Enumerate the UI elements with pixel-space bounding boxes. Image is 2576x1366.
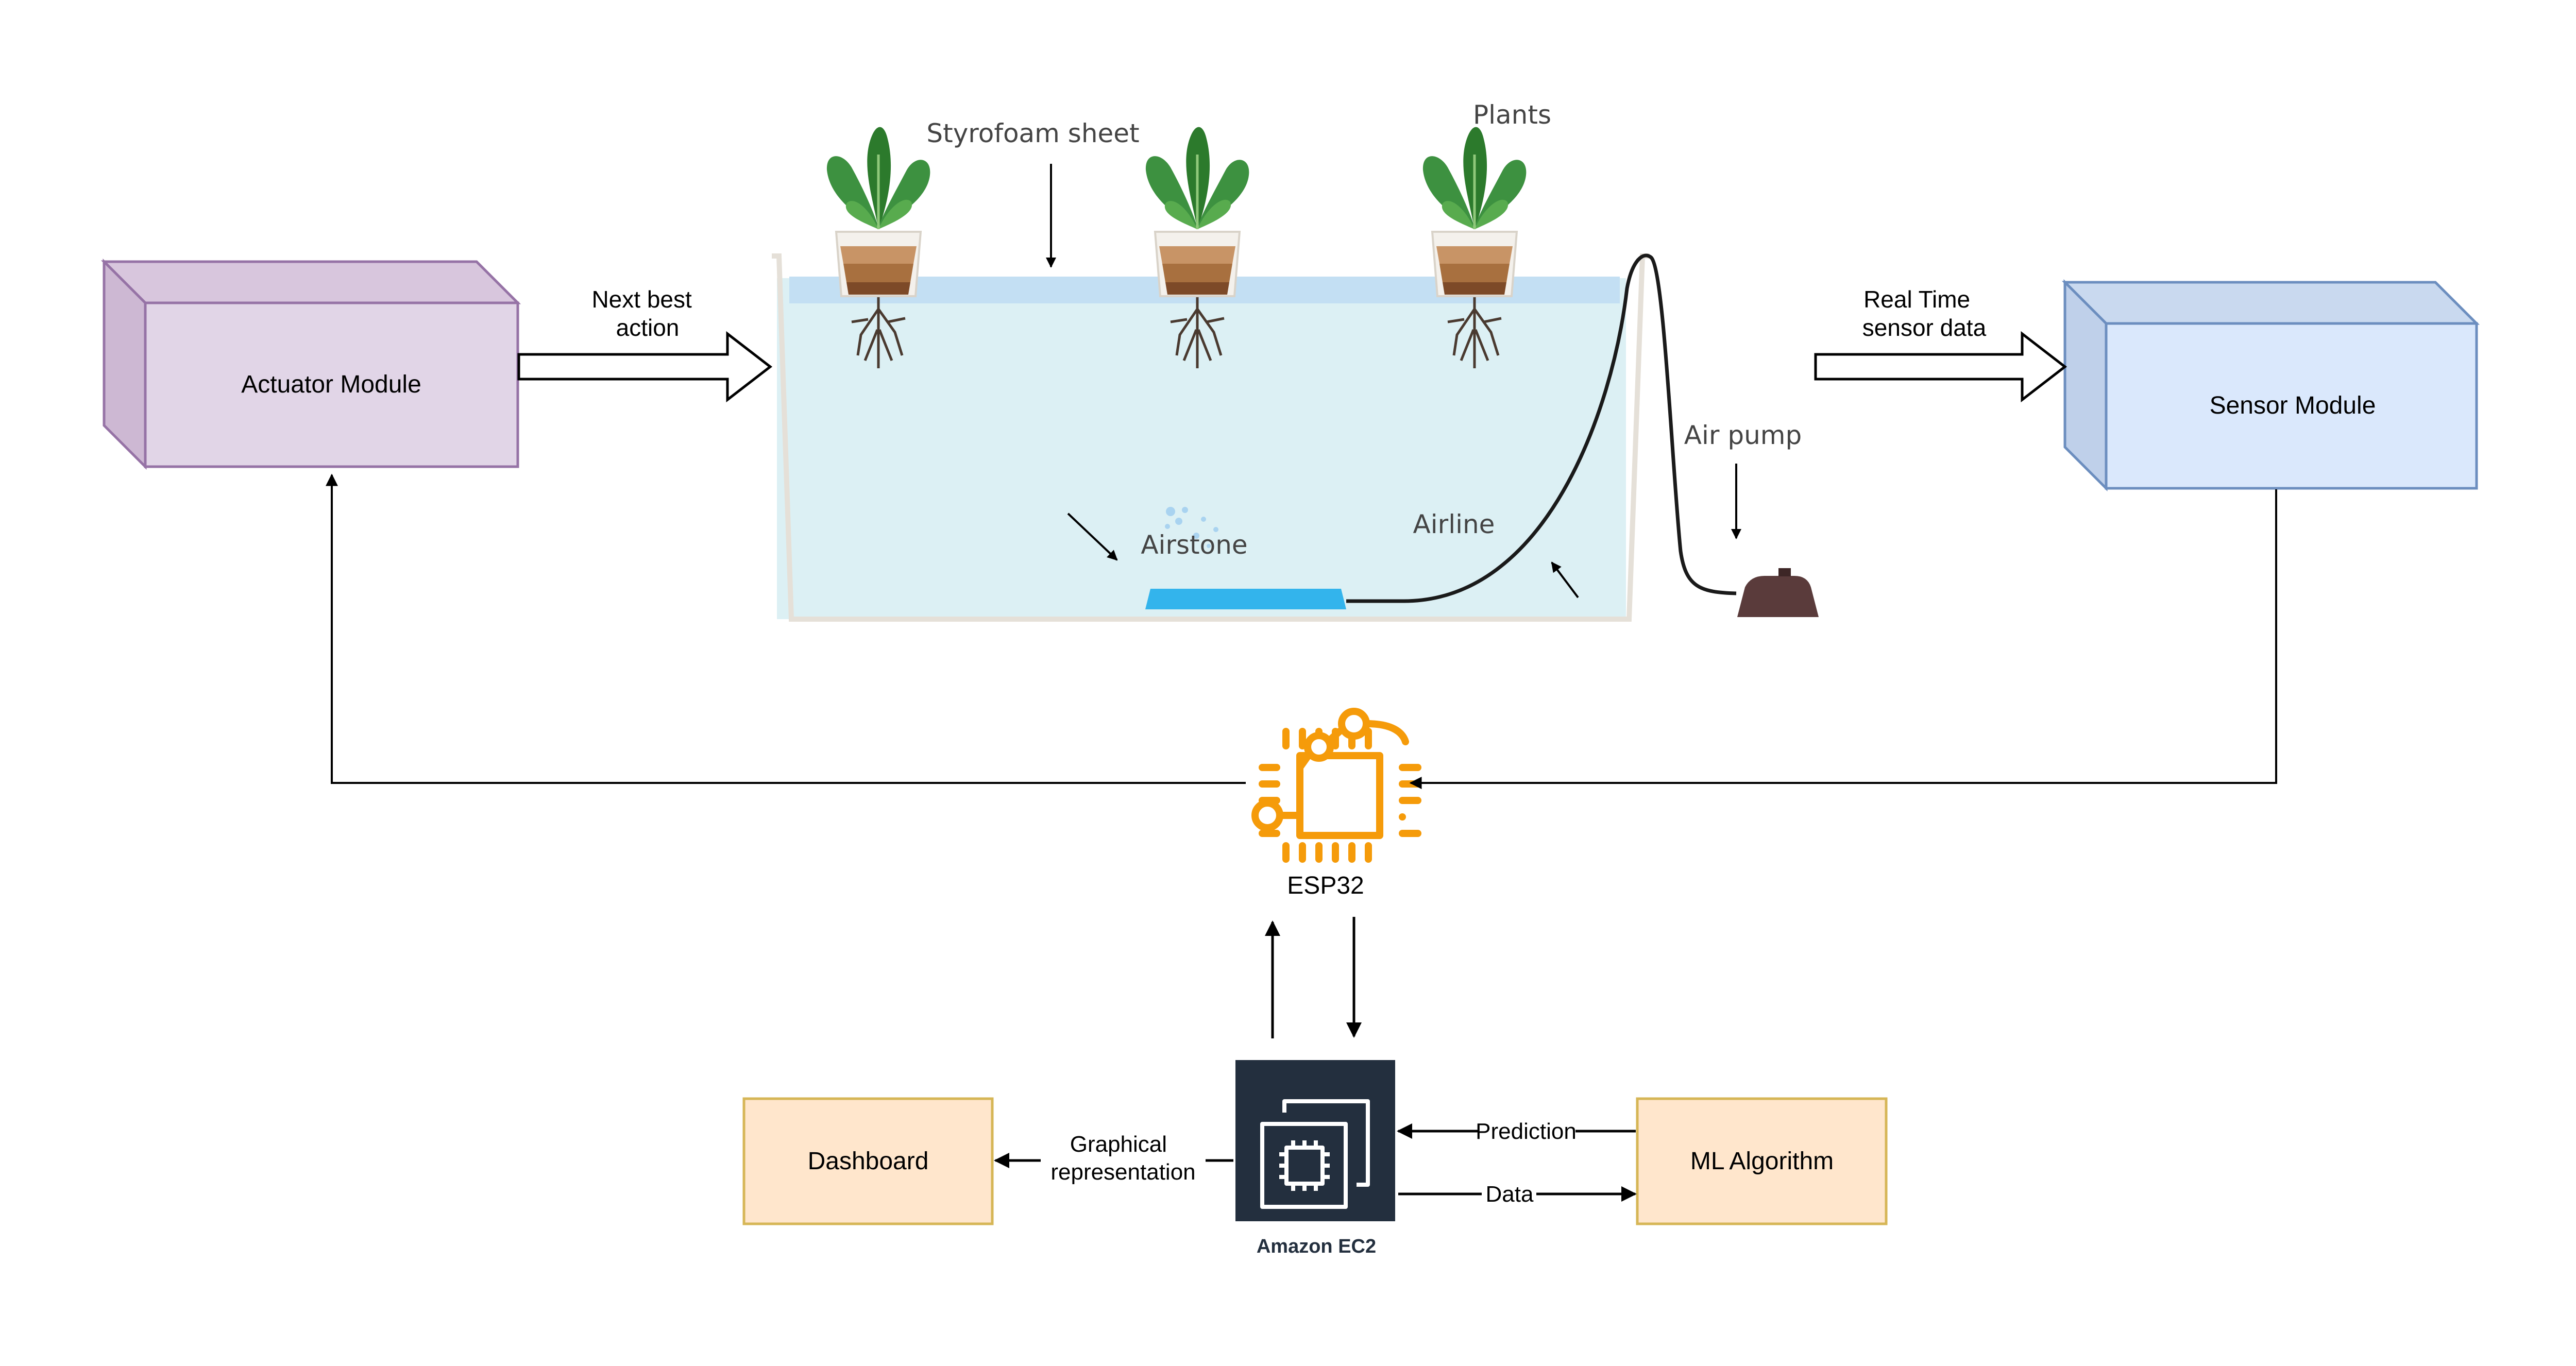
data-label-bg <box>1482 1181 1536 1207</box>
dashboard-label: Dashboard <box>808 1148 929 1175</box>
ec2-chip-icon <box>1260 1099 1370 1209</box>
next-best-action-arrow <box>517 331 773 403</box>
prediction-label-bg <box>1478 1117 1575 1146</box>
amazon-ec2-node[interactable]: Amazon EC2 <box>1235 1060 1395 1257</box>
amazon-ec2-label: Amazon EC2 <box>1257 1236 1376 1257</box>
real-time-sensor-data-arrow <box>1814 331 2067 403</box>
sensor-module-face <box>2105 322 2478 490</box>
esp32-node[interactable]: ESP32 <box>1251 708 1421 899</box>
microcontroller-icon <box>1251 708 1421 863</box>
air-bubbles <box>1165 507 1218 548</box>
plants-label: Plants <box>1473 100 1551 130</box>
airline-label: Airline <box>1413 509 1495 539</box>
data-label: Data <box>1486 1182 1534 1207</box>
sensor-module-top <box>2061 281 2480 325</box>
actuator-module-top <box>100 260 521 304</box>
next-best-action-label: Next best action <box>591 286 698 341</box>
airstone <box>1145 589 1346 609</box>
ml-algorithm-node[interactable]: ML Algorithm <box>1636 1097 1888 1225</box>
real-time-sensor-data-label: Real Time sensor data <box>1862 286 1987 341</box>
esp32-to-actuator-connector <box>326 473 1246 784</box>
air-pump-label: Air pump <box>1684 420 1802 450</box>
sensor-module-label: Sensor Module <box>2210 392 2376 419</box>
plant-2 <box>1145 127 1249 368</box>
ml-algorithm-label: ML Algorithm <box>1690 1148 1834 1175</box>
ml-algorithm-box <box>1636 1097 1888 1225</box>
esp32-label: ESP32 <box>1287 872 1364 899</box>
airline-pointer <box>1551 561 1579 599</box>
airline-tube <box>1346 253 1737 603</box>
airstone-pointer <box>1067 513 1118 561</box>
plant-1 <box>826 127 930 368</box>
hydroponic-tank <box>772 253 1650 622</box>
graphical-representation-bg <box>1041 1125 1206 1187</box>
sensor-module[interactable]: Sensor Module <box>2061 279 2480 492</box>
dashboard-box <box>742 1097 994 1225</box>
airstone-label: Airstone <box>1141 530 1247 560</box>
air-pump <box>1737 568 1819 617</box>
actuator-module-label: Actuator Module <box>241 371 421 398</box>
actuator-module-face <box>144 301 519 468</box>
dashboard-node[interactable]: Dashboard <box>742 1097 994 1225</box>
actuator-module[interactable]: Actuator Module <box>100 258 521 470</box>
plant-3 <box>1422 127 1527 368</box>
sensor-to-esp32-connector <box>1409 489 2277 789</box>
prediction-label: Prediction <box>1476 1119 1577 1144</box>
graphical-representation-label: Graphical representation <box>1050 1132 1195 1185</box>
styrofoam-sheet-label: Styrofoam sheet <box>926 118 1139 148</box>
